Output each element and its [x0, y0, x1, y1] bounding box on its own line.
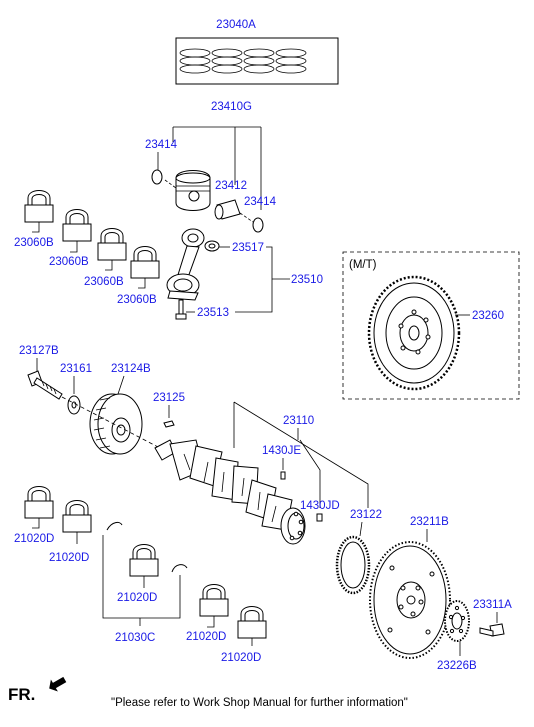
adaptor-plate[interactable] [444, 600, 470, 642]
label-21020D-4[interactable]: 21020D [186, 631, 226, 643]
main-bearing-2[interactable] [62, 500, 92, 533]
connecting-rod[interactable] [166, 228, 205, 301]
label-23517[interactable]: 23517 [232, 242, 264, 254]
label-21020D-2[interactable]: 21020D [49, 552, 89, 564]
bearing-upper-1[interactable] [24, 190, 54, 223]
label-21020D-1[interactable]: 21020D [14, 533, 54, 545]
label-23125[interactable]: 23125 [153, 392, 185, 404]
crank-pulley-washer[interactable] [67, 395, 81, 415]
bearing-upper-3[interactable] [97, 228, 127, 261]
damper-pulley[interactable] [89, 393, 143, 455]
reluctor-ring[interactable] [335, 535, 371, 595]
thrust-washer-left[interactable] [106, 521, 123, 531]
front-indicator: FR. [8, 685, 35, 704]
woodruff-key[interactable] [163, 420, 175, 428]
label-23060B-3[interactable]: 23060B [84, 276, 124, 288]
section-mt-label: (M/T) [349, 259, 377, 271]
label-23412[interactable]: 23412 [215, 180, 247, 192]
dual-mass-flywheel[interactable] [367, 275, 461, 391]
thrust-washer-right[interactable] [171, 564, 188, 573]
con-rod-bushing[interactable] [204, 240, 220, 252]
label-1430JE[interactable]: 1430JE [262, 445, 301, 457]
label-23226B[interactable]: 23226B [437, 660, 477, 672]
bearing-upper-4[interactable] [130, 246, 160, 279]
label-23410G[interactable]: 23410G [211, 101, 252, 113]
label-23513[interactable]: 23513 [197, 307, 229, 319]
flywheel-bolt[interactable] [479, 623, 505, 637]
con-rod-bolt[interactable] [175, 299, 187, 320]
label-23060B-2[interactable]: 23060B [49, 256, 89, 268]
label-21020D-5[interactable]: 21020D [221, 652, 261, 664]
footer-note: "Please refer to Work Shop Manual for fu… [111, 697, 408, 709]
label-23040A[interactable]: 23040A [216, 19, 256, 31]
label-23122[interactable]: 23122 [350, 509, 382, 521]
label-21020D-3[interactable]: 21020D [117, 592, 157, 604]
piston[interactable] [175, 170, 211, 211]
label-23510[interactable]: 23510 [291, 274, 323, 286]
piston-ring-set[interactable] [175, 37, 339, 85]
main-bearing-4[interactable] [199, 584, 229, 617]
pilot-bushing[interactable] [316, 513, 323, 522]
main-bearing-5[interactable] [237, 606, 267, 639]
piston-pin-clip-right[interactable] [252, 217, 264, 233]
label-23060B-4[interactable]: 23060B [117, 294, 157, 306]
label-23211B[interactable]: 23211B [410, 516, 449, 528]
crankshaft[interactable] [154, 439, 306, 545]
mt-section-box [342, 251, 520, 400]
piston-pin[interactable] [214, 199, 241, 220]
drive-plate[interactable] [369, 541, 451, 659]
label-1430JD[interactable]: 1430JD [300, 500, 340, 512]
label-23110[interactable]: 23110 [283, 415, 314, 427]
label-23260[interactable]: 23260 [472, 310, 504, 322]
crank-pulley-bolt[interactable] [27, 370, 63, 400]
main-bearing-3[interactable] [129, 544, 159, 577]
dowel-pin[interactable] [280, 471, 286, 480]
bearing-upper-2[interactable] [62, 209, 92, 242]
main-bearing-1[interactable] [24, 486, 54, 519]
front-arrow-icon [49, 676, 67, 692]
label-23311A[interactable]: 23311A [473, 599, 512, 611]
label-23124B[interactable]: 23124B [111, 363, 151, 375]
piston-pin-clip-left[interactable] [151, 169, 163, 185]
label-23060B-1[interactable]: 23060B [14, 237, 54, 249]
label-23127B[interactable]: 23127B [19, 345, 59, 357]
label-21030C[interactable]: 21030C [115, 632, 155, 644]
label-23161[interactable]: 23161 [60, 363, 92, 375]
label-23414-upper[interactable]: 23414 [145, 139, 178, 151]
label-23414-lower[interactable]: 23414 [244, 196, 277, 208]
